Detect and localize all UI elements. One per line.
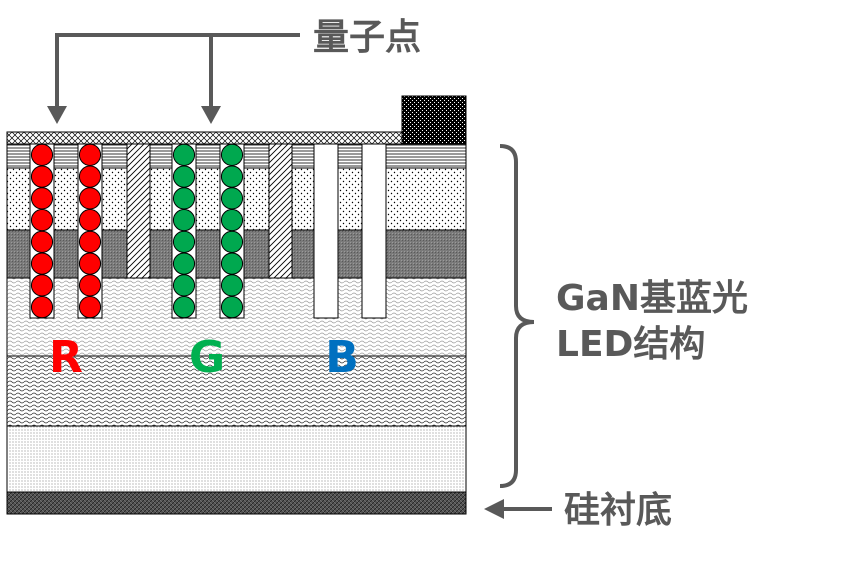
right-brace (499, 144, 535, 488)
green-quantum-dot (172, 187, 196, 210)
white-column (313, 143, 339, 319)
red-quantum-dot (30, 209, 54, 232)
top-crosshatch-layer (6, 131, 405, 145)
hatched-pillar (268, 143, 293, 279)
arrow-down-icon (201, 106, 221, 124)
red-quantum-dot (78, 230, 102, 253)
red-quantum-dot (30, 143, 54, 166)
green-quantum-dot (220, 209, 244, 232)
red-quantum-dot (30, 274, 54, 297)
red-quantum-dot (78, 296, 102, 319)
blue-pixel-label: B (325, 332, 359, 383)
silicon-substrate-layer (6, 491, 467, 515)
red-quantum-dot (78, 143, 102, 166)
green-quantum-dot (172, 230, 196, 253)
green-quantum-dot (172, 252, 196, 275)
red-quantum-dot (30, 296, 54, 319)
green-quantum-dot (220, 296, 244, 319)
green-quantum-dot (172, 165, 196, 188)
green-quantum-dot (172, 209, 196, 232)
red-quantum-dot (78, 209, 102, 232)
quantum-dot-columns (29, 143, 245, 319)
fine-dot-layer (6, 425, 467, 493)
red-quantum-dot (78, 274, 102, 297)
red-quantum-dot (78, 165, 102, 188)
green-quantum-dot (220, 165, 244, 188)
red-quantum-dot (30, 252, 54, 275)
red-quantum-dot (30, 187, 54, 210)
hatched-pillar (126, 143, 151, 279)
hatched-pillars (126, 143, 293, 279)
arrow-left-icon (484, 499, 504, 519)
green-quantum-dot (172, 274, 196, 297)
green-quantum-dot (220, 187, 244, 210)
red-quantum-dot (78, 252, 102, 275)
red-pixel-label: R (49, 332, 83, 383)
quantum-dot-arrows (55, 33, 300, 108)
red-quantum-dot (78, 187, 102, 210)
red-quantum-dot (30, 230, 54, 253)
quantum-dot-label: 量子点 (313, 17, 421, 58)
led-structure-label-line1: GaN基蓝光 (556, 278, 748, 319)
green-quantum-dot (220, 143, 244, 166)
blue-region-columns (313, 143, 387, 319)
arrow-connector-line (55, 33, 300, 108)
green-quantum-dot (220, 230, 244, 253)
green-quantum-dot (172, 143, 196, 166)
green-quantum-dot (220, 274, 244, 297)
white-column (361, 143, 387, 319)
green-quantum-dot (220, 252, 244, 275)
led-structure-label-line2: LED结构 (556, 324, 705, 365)
arrow-down-icon (47, 106, 67, 124)
substrate-label: 硅衬底 (564, 490, 672, 531)
electrode-pad (401, 95, 467, 145)
green-quantum-dot (172, 296, 196, 319)
green-pixel-label: G (189, 332, 225, 383)
red-quantum-dot (30, 165, 54, 188)
